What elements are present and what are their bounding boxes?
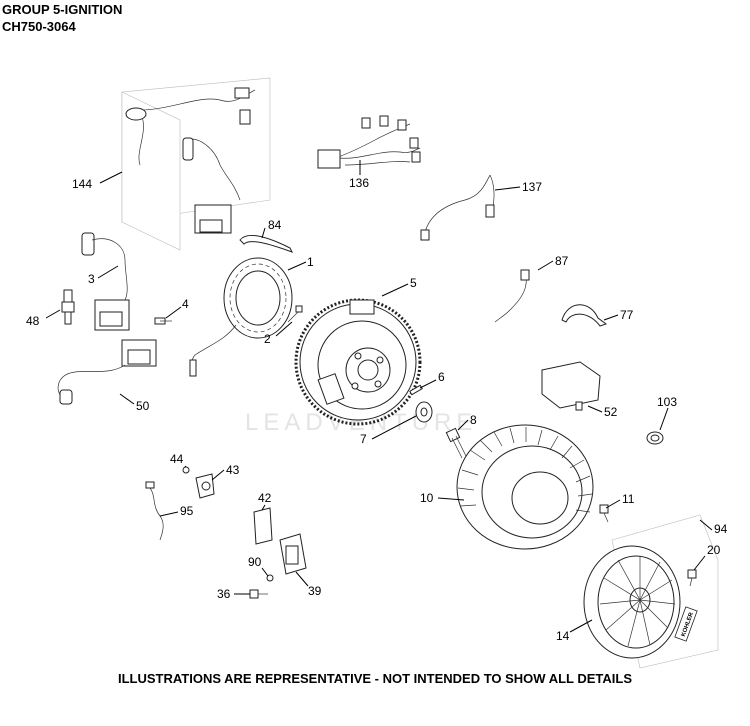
callout-14: 14 <box>556 629 570 643</box>
model-number: CH750-3064 <box>2 19 76 34</box>
washer-7 <box>415 401 433 423</box>
callout-77: 77 <box>620 308 634 322</box>
callout-87: 87 <box>555 254 569 268</box>
ground-wire-137 <box>420 174 495 241</box>
page-title: GROUP 5-IGNITION <box>2 2 123 17</box>
callout-7: 7 <box>360 432 367 446</box>
screw-20 <box>687 569 697 587</box>
callout-144: 144 <box>72 177 92 191</box>
screw-2 <box>287 305 303 323</box>
callout-5: 5 <box>410 276 417 290</box>
callout-20: 20 <box>707 543 721 557</box>
callout-44: 44 <box>170 452 184 466</box>
flywheel-5 <box>294 298 422 426</box>
module-39 <box>279 533 307 575</box>
callout-1: 1 <box>307 255 314 269</box>
clamp-103 <box>646 431 664 445</box>
callout-39: 39 <box>308 584 322 598</box>
ignition-module-50 <box>57 339 157 405</box>
bolt-8 <box>445 427 467 459</box>
callout-36: 36 <box>217 587 231 601</box>
leader-lines <box>45 160 713 633</box>
washer-44 <box>182 466 190 474</box>
callout-94: 94 <box>714 522 728 536</box>
callout-95: 95 <box>180 504 194 518</box>
rectifier-52 <box>541 361 601 411</box>
screw-4 <box>154 317 172 325</box>
spark-plug-48 <box>61 289 75 325</box>
wire-95 <box>145 481 164 541</box>
bracket-43 <box>195 473 215 499</box>
callout-8: 8 <box>470 413 477 427</box>
callout-labels: 144 136 137 84 3 1 5 87 48 4 77 2 50 6 5… <box>26 176 728 643</box>
stator-1 <box>189 257 293 377</box>
tie-strap-77 <box>561 304 608 327</box>
callout-3: 3 <box>88 272 95 286</box>
callout-11: 11 <box>622 492 635 506</box>
kill-wire-87 <box>494 269 530 323</box>
screw-36 <box>249 589 268 599</box>
cooling-fan-10 <box>456 424 594 550</box>
callout-4: 4 <box>182 297 189 311</box>
callout-52: 52 <box>604 405 618 419</box>
callout-136: 136 <box>349 176 369 190</box>
wiring-harness-panel-144 <box>121 77 271 251</box>
relay-42 <box>253 507 273 545</box>
callout-50: 50 <box>136 399 150 413</box>
grass-screen-14: KOHLER <box>583 545 698 659</box>
washer-90 <box>266 574 274 582</box>
callout-137: 137 <box>522 180 542 194</box>
callout-42: 42 <box>258 491 272 505</box>
callout-2: 2 <box>264 332 271 346</box>
connector-harness-136 <box>317 115 421 169</box>
callout-90: 90 <box>248 555 262 569</box>
screw-11 <box>599 504 609 523</box>
disclaimer-footer: ILLUSTRATIONS ARE REPRESENTATIVE - NOT I… <box>118 671 632 686</box>
tie-strap-84 <box>239 235 294 253</box>
callout-43: 43 <box>226 463 240 477</box>
callout-48: 48 <box>26 314 40 328</box>
callout-103: 103 <box>657 395 677 409</box>
callout-10: 10 <box>420 491 434 505</box>
callout-6: 6 <box>438 370 445 384</box>
ignition-module-3 <box>81 232 130 331</box>
callout-84: 84 <box>268 218 282 232</box>
